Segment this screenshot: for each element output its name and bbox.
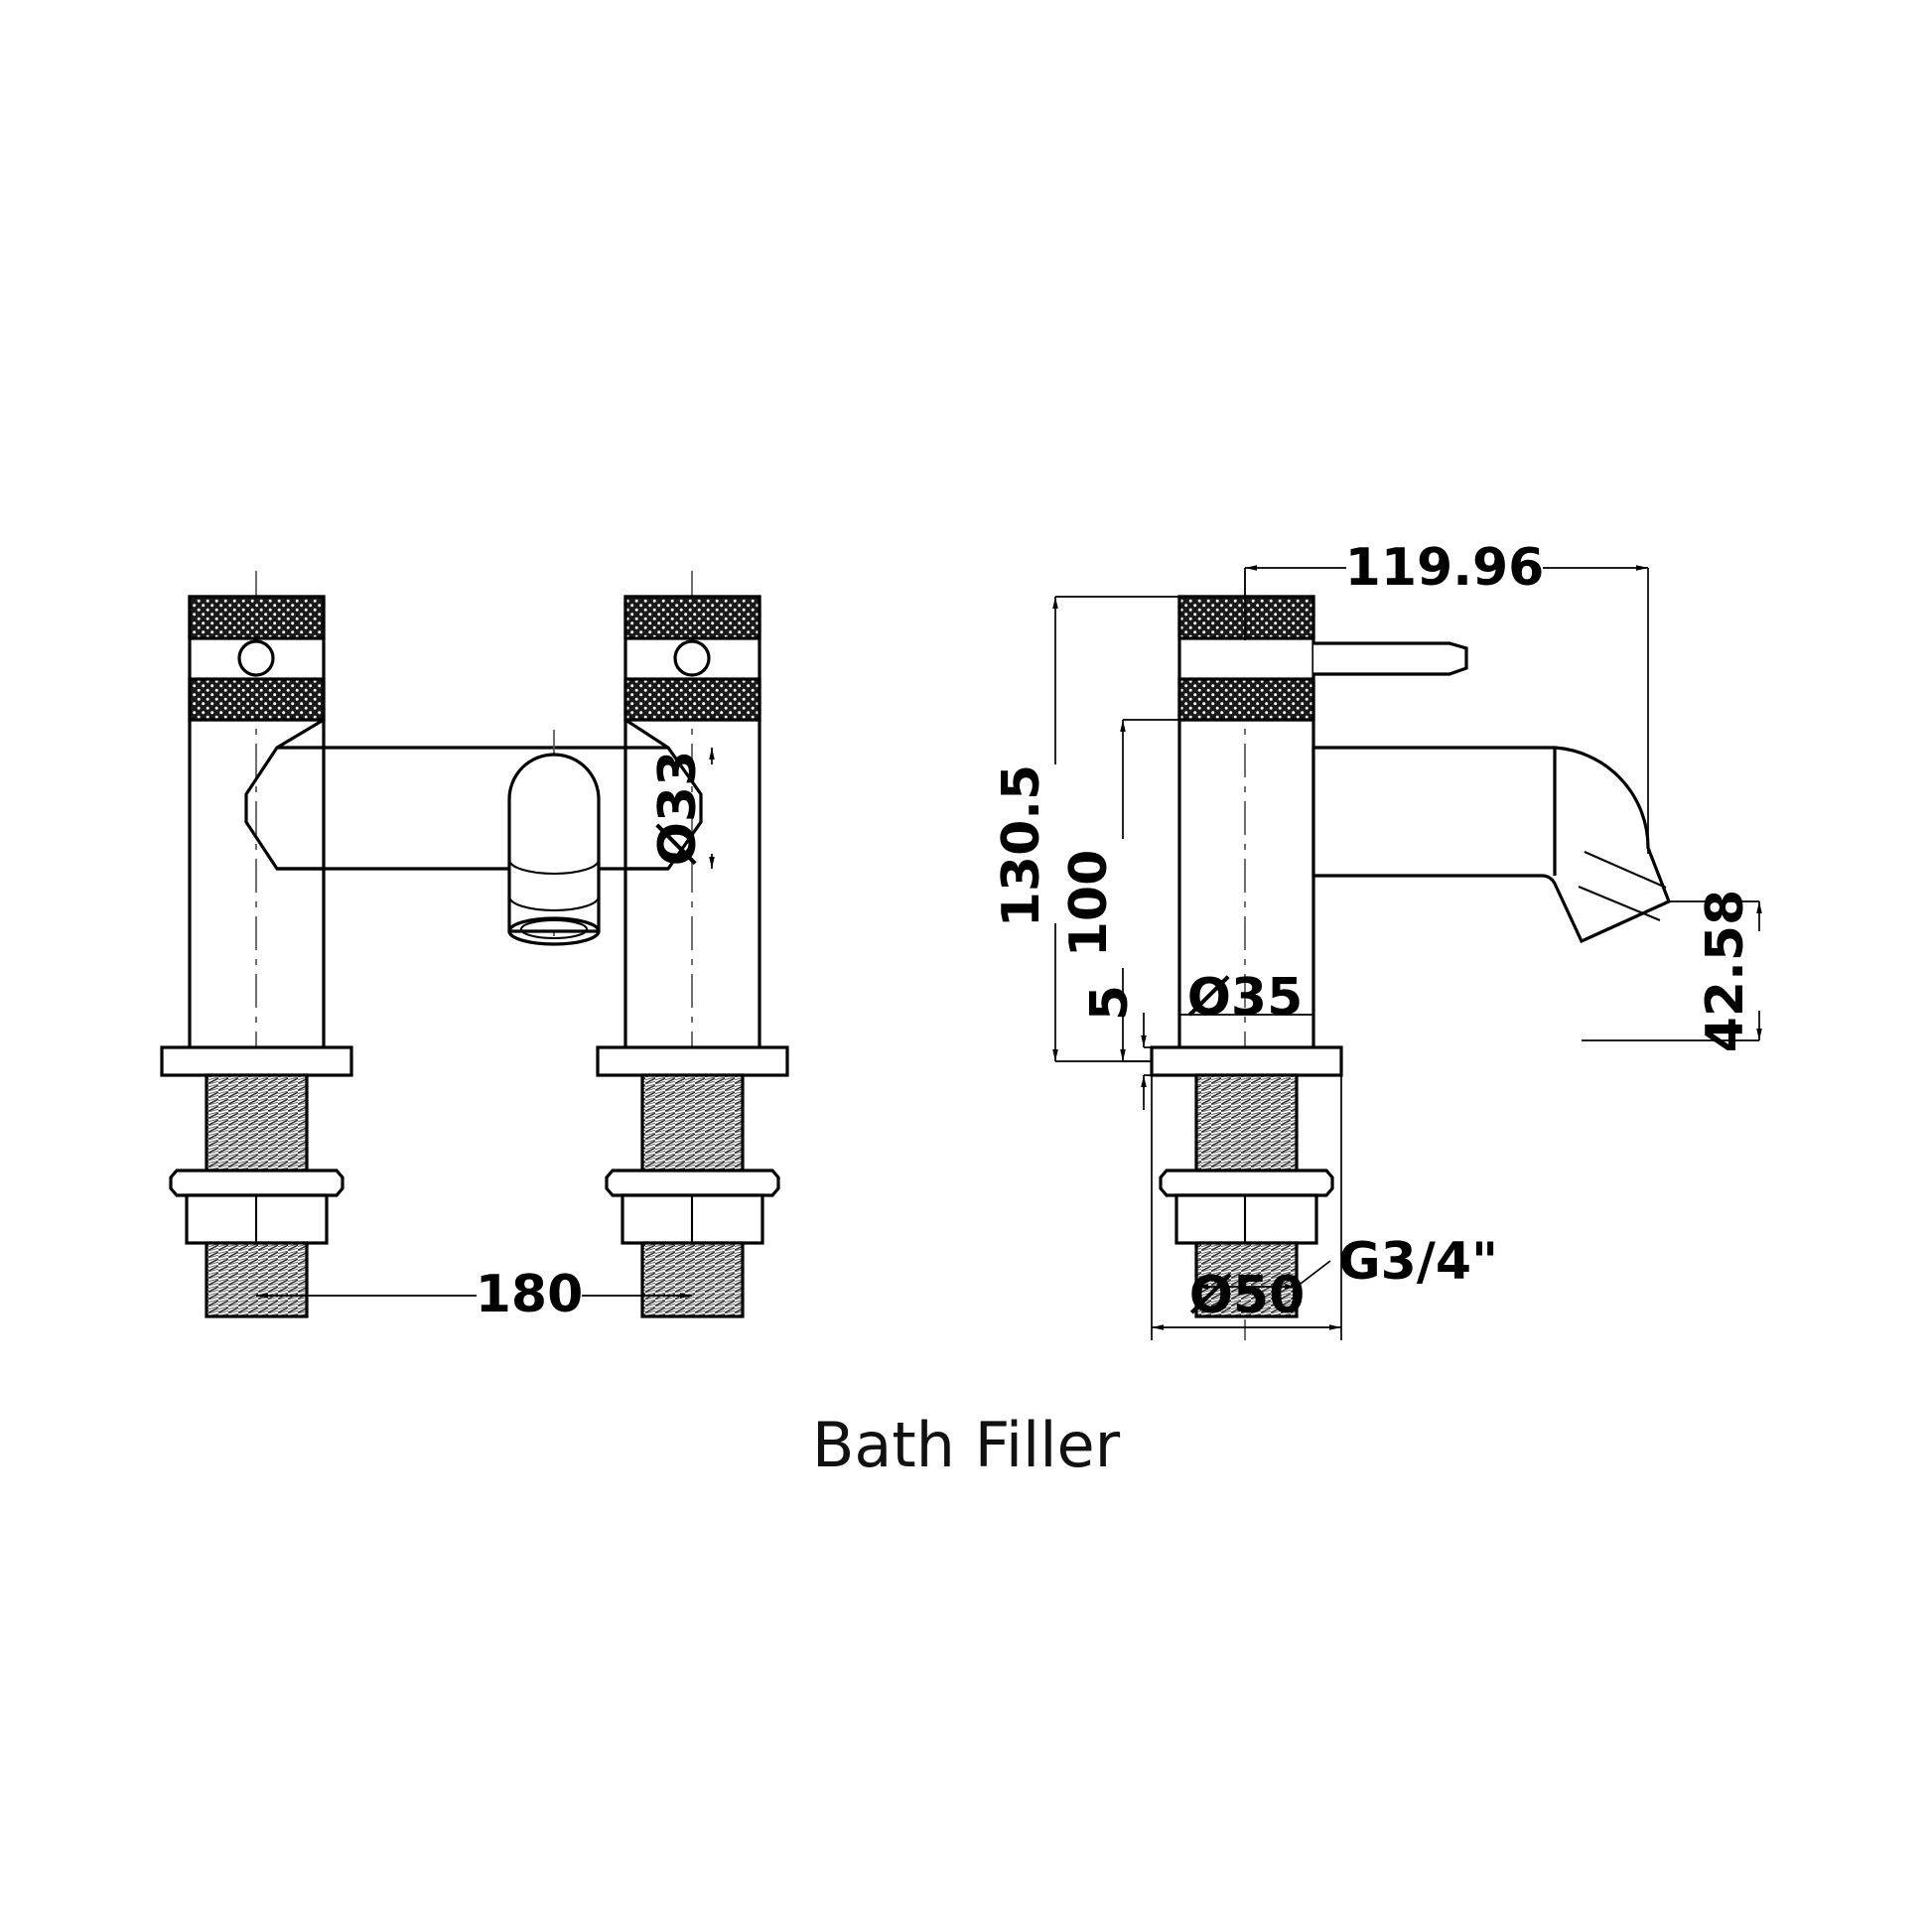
side-washer bbox=[1159, 1169, 1334, 1197]
left-thread-lower bbox=[205, 1241, 309, 1318]
side-dimension-d50: Ø50 bbox=[1151, 1075, 1342, 1340]
right-handle-knurl-bottom bbox=[623, 677, 761, 722]
left-washer bbox=[169, 1169, 345, 1197]
dimd33-label: Ø33 bbox=[648, 751, 708, 867]
side-pillar bbox=[1150, 571, 1468, 1340]
front-dimension-180: 180 bbox=[256, 1265, 692, 1324]
left-riser-column bbox=[188, 720, 326, 1047]
dimg34-label: G3/4" bbox=[1338, 1232, 1498, 1292]
dimd50-label: Ø50 bbox=[1189, 1266, 1306, 1325]
dimg34-leader bbox=[1296, 1260, 1331, 1288]
front-outlet-body bbox=[507, 753, 601, 933]
left-handle-indicator-hole bbox=[237, 639, 275, 677]
side-hex-nut bbox=[1174, 1193, 1318, 1245]
side-spout-ring-2 bbox=[1578, 886, 1661, 921]
front-dimension-d33: Ø33 bbox=[648, 748, 715, 869]
dim100-label: 100 bbox=[1059, 850, 1119, 958]
side-thread-lower bbox=[1194, 1241, 1299, 1318]
side-dimension-d35: Ø35 bbox=[1179, 968, 1313, 1028]
right-handle-knurl-top bbox=[623, 595, 761, 640]
side-lever-arm bbox=[1313, 641, 1468, 676]
dim5-label: 5 bbox=[1080, 985, 1140, 1021]
side-dimension-g34: G3/4" bbox=[1196, 1232, 1498, 1292]
drawing-caption: Bath Filler bbox=[812, 1409, 1121, 1481]
front-left-pillar bbox=[160, 571, 353, 1318]
left-thread-upper bbox=[205, 1073, 309, 1173]
dim180-label: 180 bbox=[476, 1265, 584, 1324]
side-handle-knurl-bottom bbox=[1177, 677, 1315, 722]
front-outlet-rim-inner bbox=[519, 918, 589, 940]
side-view: 119.96 130.5 100 bbox=[992, 538, 1762, 1340]
left-base-flange bbox=[160, 1045, 353, 1077]
front-outlet-ring-upper bbox=[507, 859, 601, 876]
side-dimension-11996: 119.96 bbox=[1244, 538, 1649, 854]
left-handle-knurl-top bbox=[188, 595, 326, 640]
left-handle-knurl-bottom bbox=[188, 677, 326, 722]
front-view: 180 Ø33 bbox=[160, 571, 789, 1324]
right-washer bbox=[605, 1169, 780, 1197]
side-thread-upper bbox=[1194, 1073, 1299, 1173]
side-dimension-1305: 130.5 bbox=[992, 596, 1179, 1062]
front-outlet-ring-lower bbox=[507, 896, 601, 912]
side-spout bbox=[1311, 746, 1672, 944]
dimd35-label: Ø35 bbox=[1187, 968, 1304, 1028]
side-spout-body bbox=[1311, 746, 1672, 944]
dim1305-label: 130.5 bbox=[992, 764, 1051, 927]
right-riser-column bbox=[623, 720, 761, 1047]
side-base-flange bbox=[1150, 1045, 1343, 1077]
side-handle-knurl-top bbox=[1177, 595, 1315, 640]
front-bridge-right-shoulder bbox=[624, 718, 703, 871]
side-dimension-100: 100 bbox=[1059, 719, 1179, 1062]
right-base-flange bbox=[596, 1045, 789, 1077]
front-outlet-rim-outer bbox=[507, 916, 601, 946]
right-thread-lower bbox=[640, 1241, 745, 1318]
side-dimension-5: 5 bbox=[1080, 985, 1152, 1110]
front-right-pillar bbox=[596, 571, 789, 1318]
right-thread-upper bbox=[640, 1073, 745, 1173]
side-dimension-4258: 42.58 bbox=[1582, 890, 1762, 1052]
dim11996-label: 119.96 bbox=[1345, 538, 1545, 598]
dim4258-label: 42.58 bbox=[1696, 890, 1755, 1052]
side-spout-ring-1 bbox=[1584, 851, 1667, 889]
right-handle-indicator-hole bbox=[673, 639, 711, 677]
front-bridge-left-shoulder bbox=[244, 718, 325, 871]
front-cross-body bbox=[244, 718, 703, 946]
